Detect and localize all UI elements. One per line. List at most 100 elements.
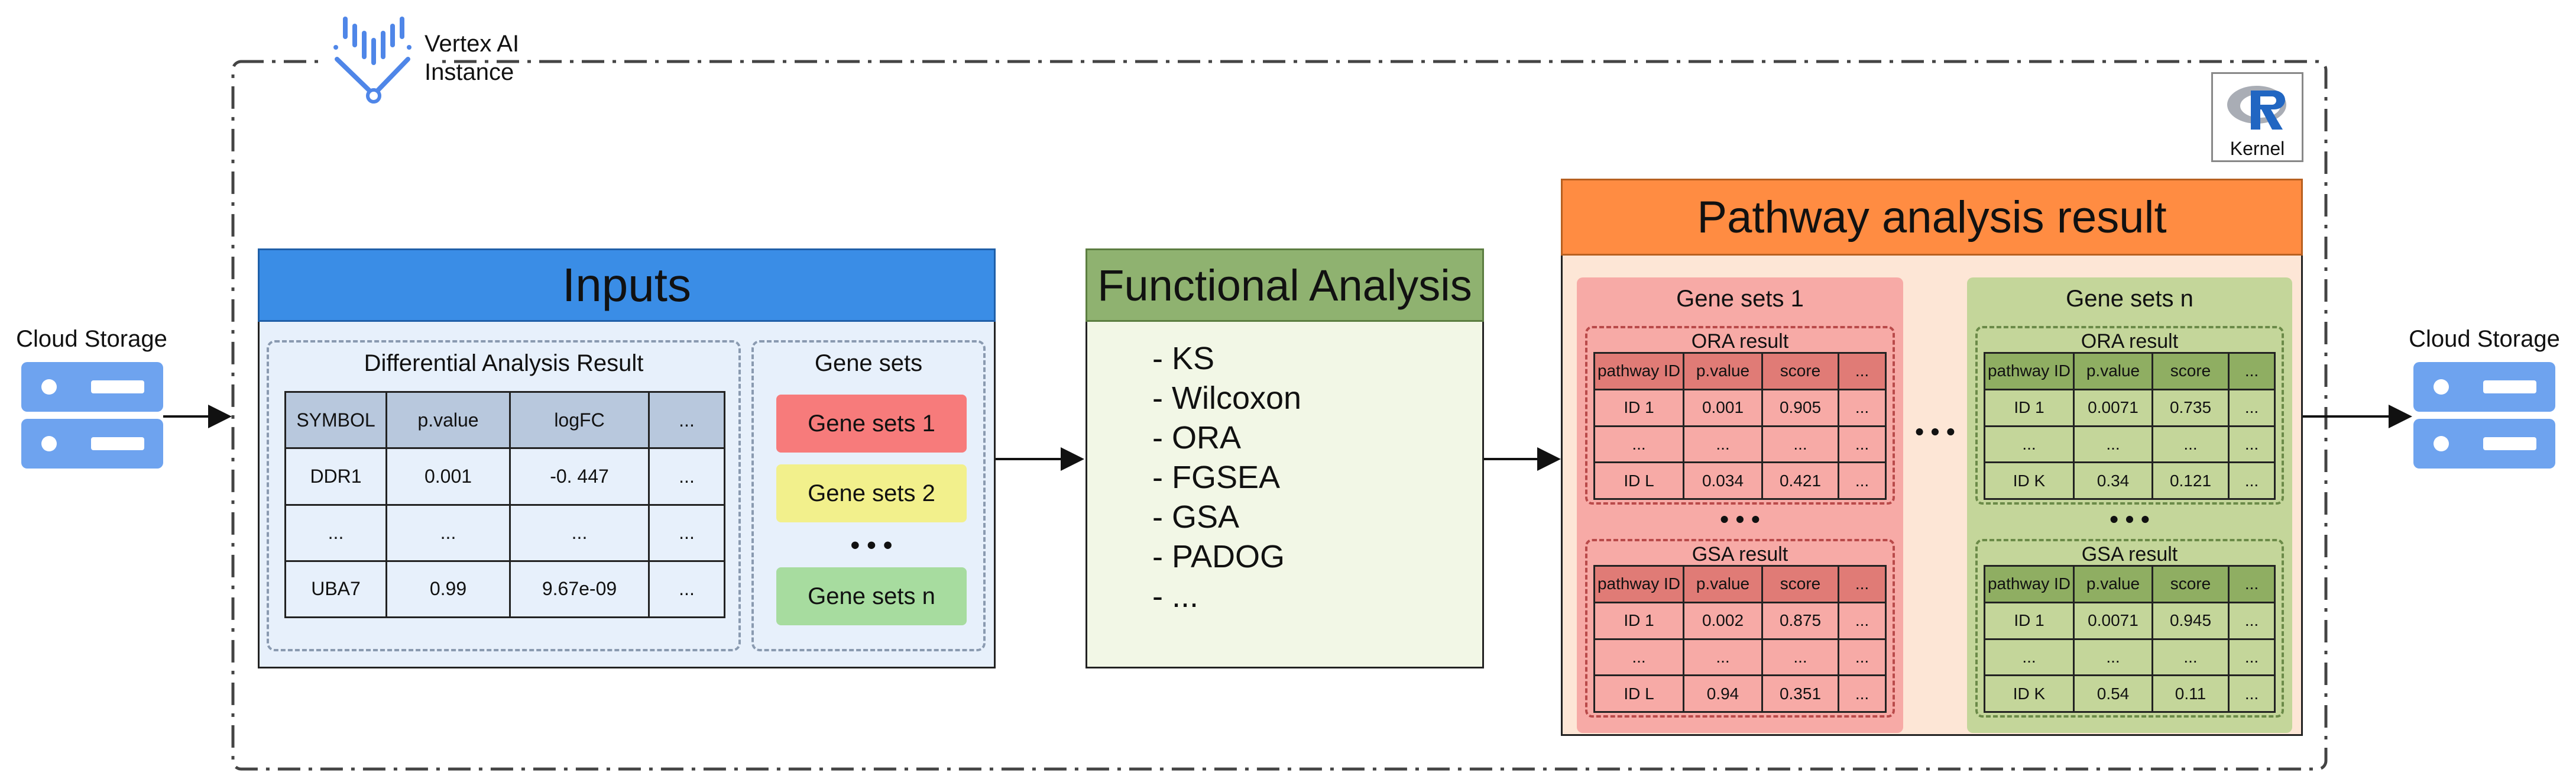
col-header: ... xyxy=(648,390,725,450)
col-header: pathway ID xyxy=(1984,352,2075,390)
table-row: ID 1 0.001 0.905 ... xyxy=(1593,388,1887,427)
ora-title-1: ORA result xyxy=(1691,330,1789,353)
pathway-set-n: Gene sets n ORA result pathway ID p.valu… xyxy=(1967,277,2292,733)
method-item: - GSA xyxy=(1152,499,1240,535)
col-header: p.value xyxy=(2073,565,2153,603)
table-row: ... ... ... ... xyxy=(1593,425,1887,464)
pathway-set-1: Gene sets 1 ORA result pathway ID p.valu… xyxy=(1577,277,1903,733)
table-cell: ... xyxy=(1683,638,1763,677)
pathway-panel: Pathway analysis result Gene sets 1 ORA … xyxy=(1561,179,2303,736)
table-cell: 9.67e-09 xyxy=(509,560,650,619)
table-cell: ID K xyxy=(1984,461,2075,500)
cloud-storage-left-icon-2 xyxy=(21,419,163,469)
diff-analysis-box: Differential Analysis Result SYMBOL p.va… xyxy=(267,340,741,651)
table-cell: ID 1 xyxy=(1984,601,2075,640)
pathway-set-n-title: Gene sets n xyxy=(2066,285,2193,312)
table-cell: ... xyxy=(1838,425,1887,464)
r-logo-icon xyxy=(2227,86,2286,130)
table-cell: ... xyxy=(2151,638,2230,677)
pathway-set-1-title: Gene sets 1 xyxy=(1676,285,1804,312)
col-header: p.value xyxy=(385,390,511,450)
table-cell: 0.351 xyxy=(1761,674,1839,713)
table-cell: 0.121 xyxy=(2151,461,2230,500)
table-cell: ... xyxy=(648,503,725,562)
col-header: ... xyxy=(1838,352,1887,390)
table-cell: 0.905 xyxy=(1761,388,1839,427)
gene-sets-title: Gene sets xyxy=(814,350,923,376)
diff-analysis-title: Differential Analysis Result xyxy=(364,350,644,376)
gsa-box-n: GSA result pathway ID p.value score ... … xyxy=(1975,539,2284,718)
table-cell: 0.34 xyxy=(2073,461,2153,500)
col-header: ... xyxy=(2228,352,2276,390)
table-cell: ... xyxy=(2073,425,2153,464)
table-row: ID K 0.54 0.11 ... xyxy=(1984,674,2276,713)
method-item: - Wilcoxon xyxy=(1152,380,1302,416)
table-cell: ID 1 xyxy=(1593,601,1684,640)
table-row: ID 1 0.0071 0.945 ... xyxy=(1984,601,2276,640)
col-header: score xyxy=(2151,565,2230,603)
table-cell: 0.001 xyxy=(1683,388,1763,427)
gsa-box-1: GSA result pathway ID p.value score ... … xyxy=(1585,539,1895,718)
gsa-title-1: GSA result xyxy=(1692,542,1788,566)
table-cell: 0.94 xyxy=(1683,674,1763,713)
table-cell: ... xyxy=(2151,425,2230,464)
table-cell: ... xyxy=(1593,638,1684,677)
table-cell: DDR1 xyxy=(284,447,387,506)
pathway-title: Pathway analysis result xyxy=(1561,179,2303,256)
table-cell: ... xyxy=(2228,425,2276,464)
cloud-storage-right-icon-2 xyxy=(2413,419,2555,469)
table-cell: -0. 447 xyxy=(509,447,650,506)
set-n-ellipsis: • • • xyxy=(2110,505,2150,533)
gene-set-1-pill: Gene sets 1 xyxy=(776,395,967,453)
table-cell: 0.945 xyxy=(2151,601,2230,640)
gsa-table-1: pathway ID p.value score ... ID 1 0.002 … xyxy=(1593,565,1887,713)
table-cell: ... xyxy=(2228,461,2276,500)
col-header: score xyxy=(2151,352,2230,390)
ora-box-1: ORA result pathway ID p.value score ... … xyxy=(1585,326,1895,505)
ora-title-n: ORA result xyxy=(2081,330,2179,353)
col-header: pathway ID xyxy=(1593,565,1684,603)
table-cell: ... xyxy=(2073,638,2153,677)
table-cell: ... xyxy=(2228,388,2276,427)
table-row: ID 1 0.002 0.875 ... xyxy=(1593,601,1887,640)
table-cell: ... xyxy=(1838,461,1887,500)
gsa-table-n: pathway ID p.value score ... ID 1 0.0071… xyxy=(1984,565,2276,713)
table-cell: ... xyxy=(1838,388,1887,427)
col-header: ... xyxy=(1838,565,1887,603)
table-header-row: SYMBOL p.value logFC ... xyxy=(284,390,725,450)
table-cell: ID K xyxy=(1984,674,2075,713)
table-header-row: pathway ID p.value score ... xyxy=(1593,352,1887,390)
col-header: score xyxy=(1761,565,1839,603)
vertex-title-line2: Instance xyxy=(425,59,514,85)
gene-sets-box: Gene sets Gene sets 1 Gene sets 2 • • • … xyxy=(751,340,986,651)
table-cell: 0.0071 xyxy=(2073,388,2153,427)
ora-table-n: pathway ID p.value score ... ID 1 0.0071… xyxy=(1984,352,2276,500)
functional-panel: Functional Analysis - KS - Wilcoxon - OR… xyxy=(1086,248,1484,668)
methods-list: - KS - Wilcoxon - ORA - FGSEA - GSA - PA… xyxy=(1152,339,1472,616)
table-row: ID L 0.034 0.421 ... xyxy=(1593,461,1887,500)
table-header-row: pathway ID p.value score ... xyxy=(1593,565,1887,603)
col-header: p.value xyxy=(1683,565,1763,603)
table-header-row: pathway ID p.value score ... xyxy=(1984,352,2276,390)
cloud-storage-right-label: Cloud Storage xyxy=(2409,325,2560,352)
table-cell: ... xyxy=(1838,638,1887,677)
kernel-label: Kernel xyxy=(2230,137,2285,159)
gsa-title-n: GSA result xyxy=(2081,542,2178,566)
diff-analysis-table: SYMBOL p.value logFC ... DDR1 0.001 -0. … xyxy=(284,390,725,619)
table-cell: ... xyxy=(2228,601,2276,640)
table-cell: ... xyxy=(1984,425,2075,464)
table-cell: ... xyxy=(1593,425,1684,464)
table-row: ID L 0.94 0.351 ... xyxy=(1593,674,1887,713)
table-cell: ID 1 xyxy=(1593,388,1684,427)
table-cell: ID L xyxy=(1593,461,1684,500)
table-row: ... ... ... ... xyxy=(1984,638,2276,677)
inputs-panel: Inputs Differential Analysis Result SYMB… xyxy=(258,248,996,668)
table-cell: ... xyxy=(1984,638,2075,677)
vertex-title-line1: Vertex AI xyxy=(425,31,520,57)
table-cell: 0.54 xyxy=(2073,674,2153,713)
table-cell: ... xyxy=(1761,638,1839,677)
table-cell: ... xyxy=(1838,674,1887,713)
table-cell: ... xyxy=(1838,601,1887,640)
cloud-storage-left-label: Cloud Storage xyxy=(16,325,167,352)
col-header: logFC xyxy=(509,390,650,450)
